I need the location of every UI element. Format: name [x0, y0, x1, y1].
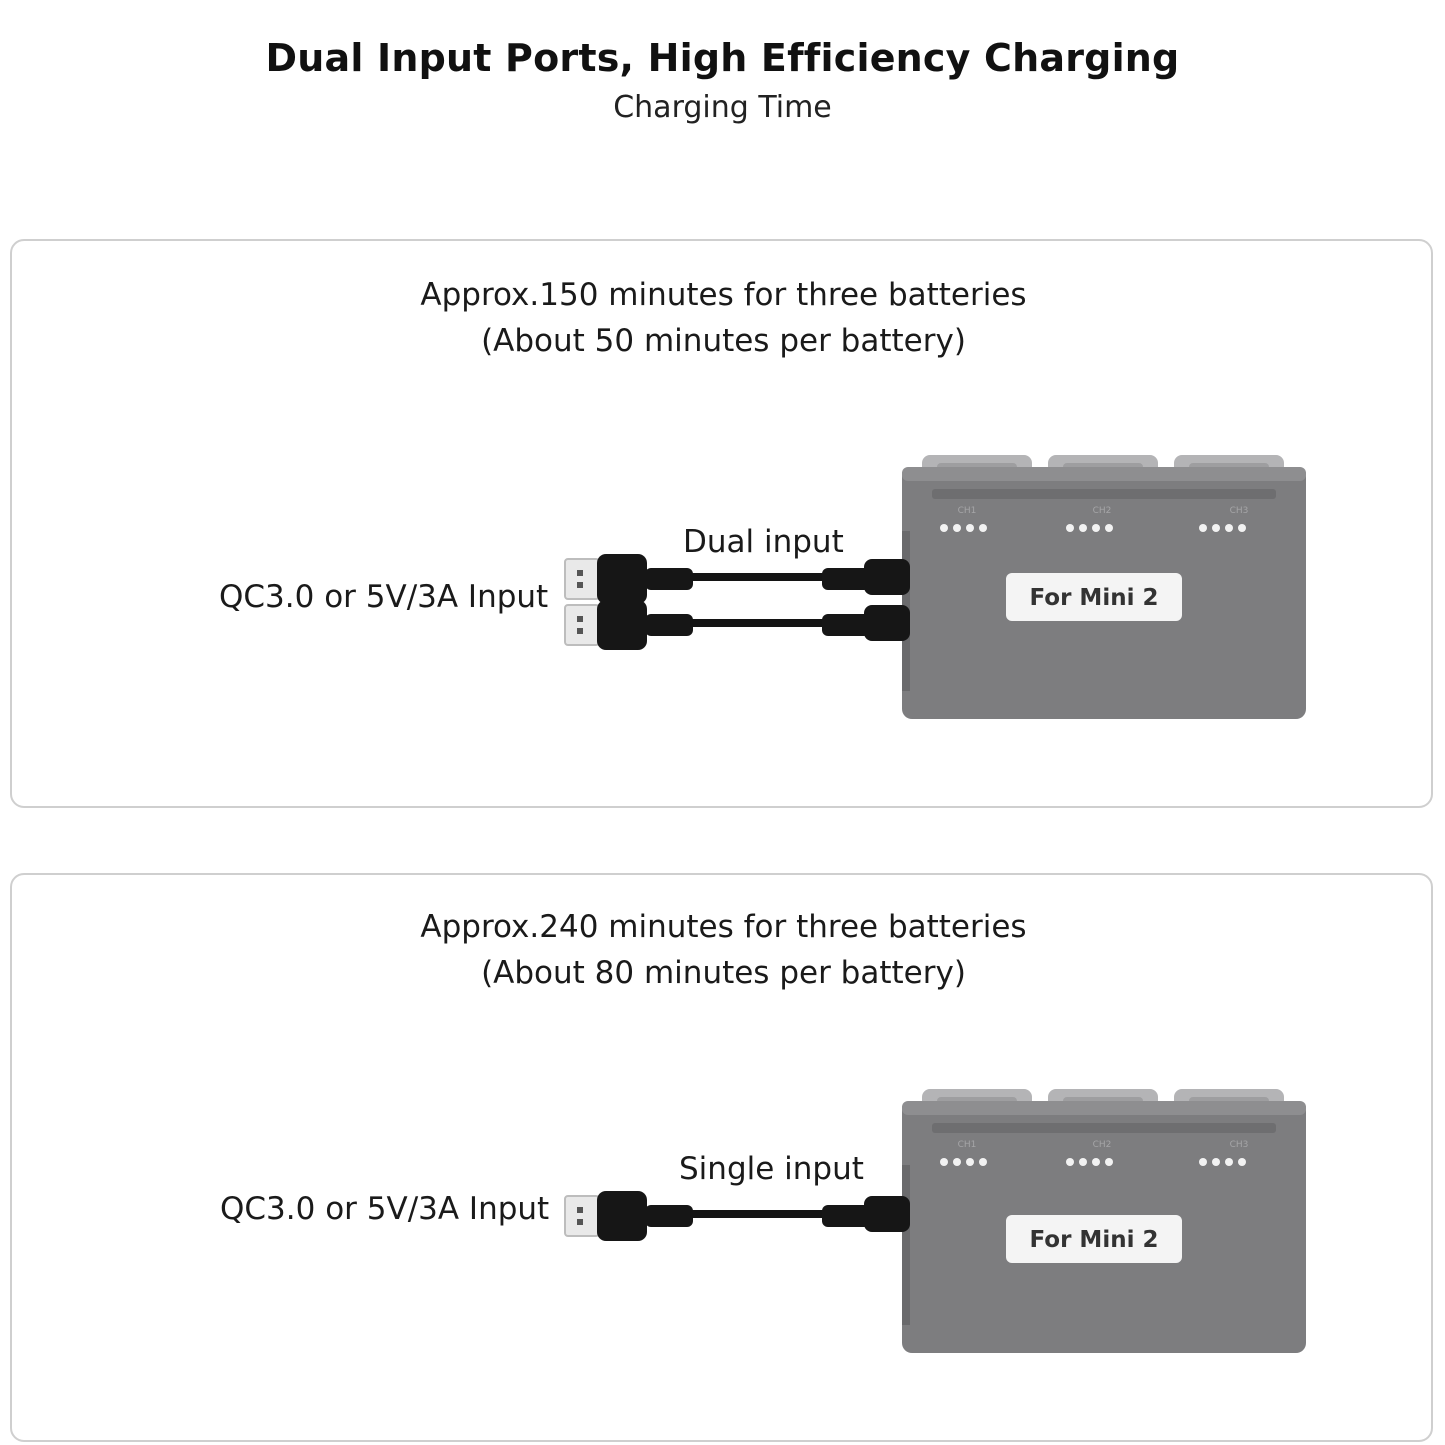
charging-time-per-battery: (About 80 minutes per battery) [481, 955, 966, 991]
dual-input-panel: Approx.150 minutes for three batteries (… [10, 239, 1433, 808]
input-type-label: QC3.0 or 5V/3A Input [220, 1191, 550, 1227]
channel-label-2: CH2 [1093, 506, 1112, 516]
led-indicators [940, 524, 1246, 532]
usb-cable-1 [564, 1191, 910, 1241]
input-mode-label: Single input [679, 1151, 864, 1187]
page-subtitle: Charging Time [613, 90, 832, 125]
led-indicators [940, 1158, 1246, 1166]
hub-model-label: For Mini 2 [1030, 1227, 1159, 1253]
channel-label-1: CH1 [958, 506, 977, 516]
single-input-panel: Approx.240 minutes for three batteries (… [10, 873, 1433, 1442]
channel-label-3: CH3 [1230, 1140, 1249, 1150]
charging-time-per-battery: (About 50 minutes per battery) [481, 323, 966, 359]
charging-time-total: Approx.150 minutes for three batteries [420, 277, 1027, 313]
single-input-charger-illustration: CH1 CH2 CH3 For Mini 2 [564, 1089, 1306, 1353]
charging-time-total: Approx.240 minutes for three batteries [420, 909, 1027, 945]
input-mode-label: Dual input [683, 524, 844, 560]
channel-label-1: CH1 [958, 1140, 977, 1150]
hub-label-plate [1006, 573, 1182, 621]
hub-model-label: For Mini 2 [1030, 585, 1159, 611]
dual-input-charger-illustration: CH1 CH2 CH3 For Mini 2 [564, 455, 1306, 719]
channel-label-3: CH3 [1230, 506, 1249, 516]
usb-cable-2 [564, 600, 910, 650]
channel-label-2: CH2 [1093, 1140, 1112, 1150]
input-type-label: QC3.0 or 5V/3A Input [219, 579, 549, 615]
charging-time-description: Approx.240 minutes for three batteries (… [12, 904, 1435, 996]
page-title: Dual Input Ports, High Efficiency Chargi… [265, 36, 1180, 80]
hub-label-plate [1006, 1215, 1182, 1263]
usb-cable-1 [564, 554, 910, 604]
charging-time-description: Approx.150 minutes for three batteries (… [12, 272, 1435, 364]
